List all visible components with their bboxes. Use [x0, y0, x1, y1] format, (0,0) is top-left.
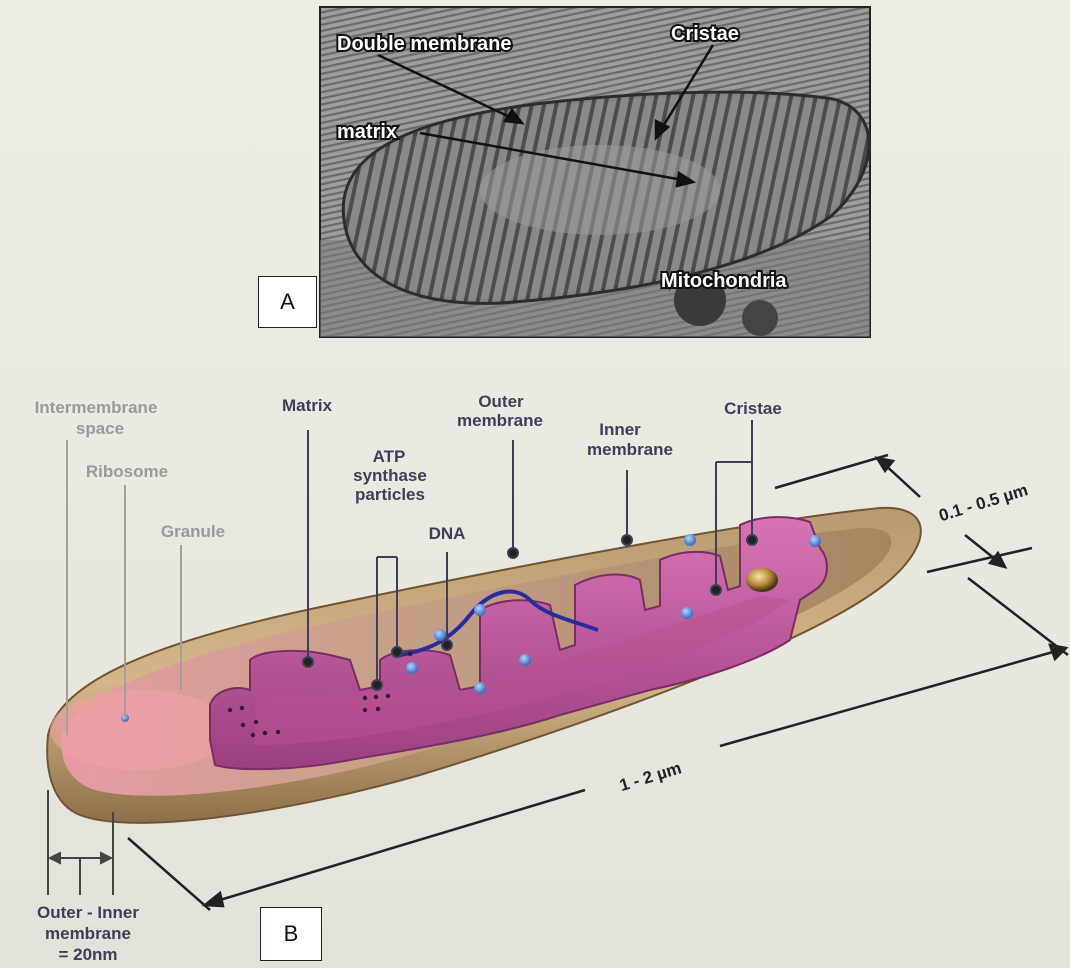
granule-particle	[746, 568, 778, 592]
label-outer-line2: membrane	[457, 411, 543, 430]
micrograph-label-mitochondria: Mitochondria	[661, 270, 787, 292]
micrograph-panel: Double membrane Cristae matrix Mitochond…	[320, 7, 880, 337]
label-cristae: Cristae	[724, 399, 782, 418]
label-intermembrane-line2: space	[76, 419, 124, 438]
panel-label-b: B	[260, 907, 322, 961]
label-outer-line1: Outer	[478, 392, 524, 411]
mitochondrion-illustration: Intermembrane space Ribosome Granule Mat…	[35, 392, 1068, 964]
label-atp-line1: ATP	[373, 447, 406, 466]
micrograph-label-double-membrane: Double membrane	[337, 33, 511, 55]
label-gap-line1: Outer - Inner	[37, 903, 139, 922]
micrograph-label-cristae: Cristae	[671, 23, 739, 45]
label-length-dimension: 1 - 2 µm	[617, 758, 683, 795]
label-intermembrane-line1: Intermembrane	[35, 398, 158, 417]
label-gap-line3: = 20nm	[58, 945, 117, 964]
label-inner-line1: Inner	[599, 420, 641, 439]
label-atp-line2: synthase	[353, 466, 427, 485]
label-dna: DNA	[429, 524, 466, 543]
micrograph-label-matrix: matrix	[337, 121, 397, 143]
panel-label-a: A	[258, 276, 317, 328]
label-matrix: Matrix	[282, 396, 333, 415]
label-width-dimension: 0.1 - 0.5 µm	[937, 480, 1031, 525]
label-gap-line2: membrane	[45, 924, 131, 943]
label-inner-line2: membrane	[587, 440, 673, 459]
label-atp-line3: particles	[355, 485, 425, 504]
label-ribosome: Ribosome	[86, 462, 168, 481]
label-granule: Granule	[161, 522, 225, 541]
